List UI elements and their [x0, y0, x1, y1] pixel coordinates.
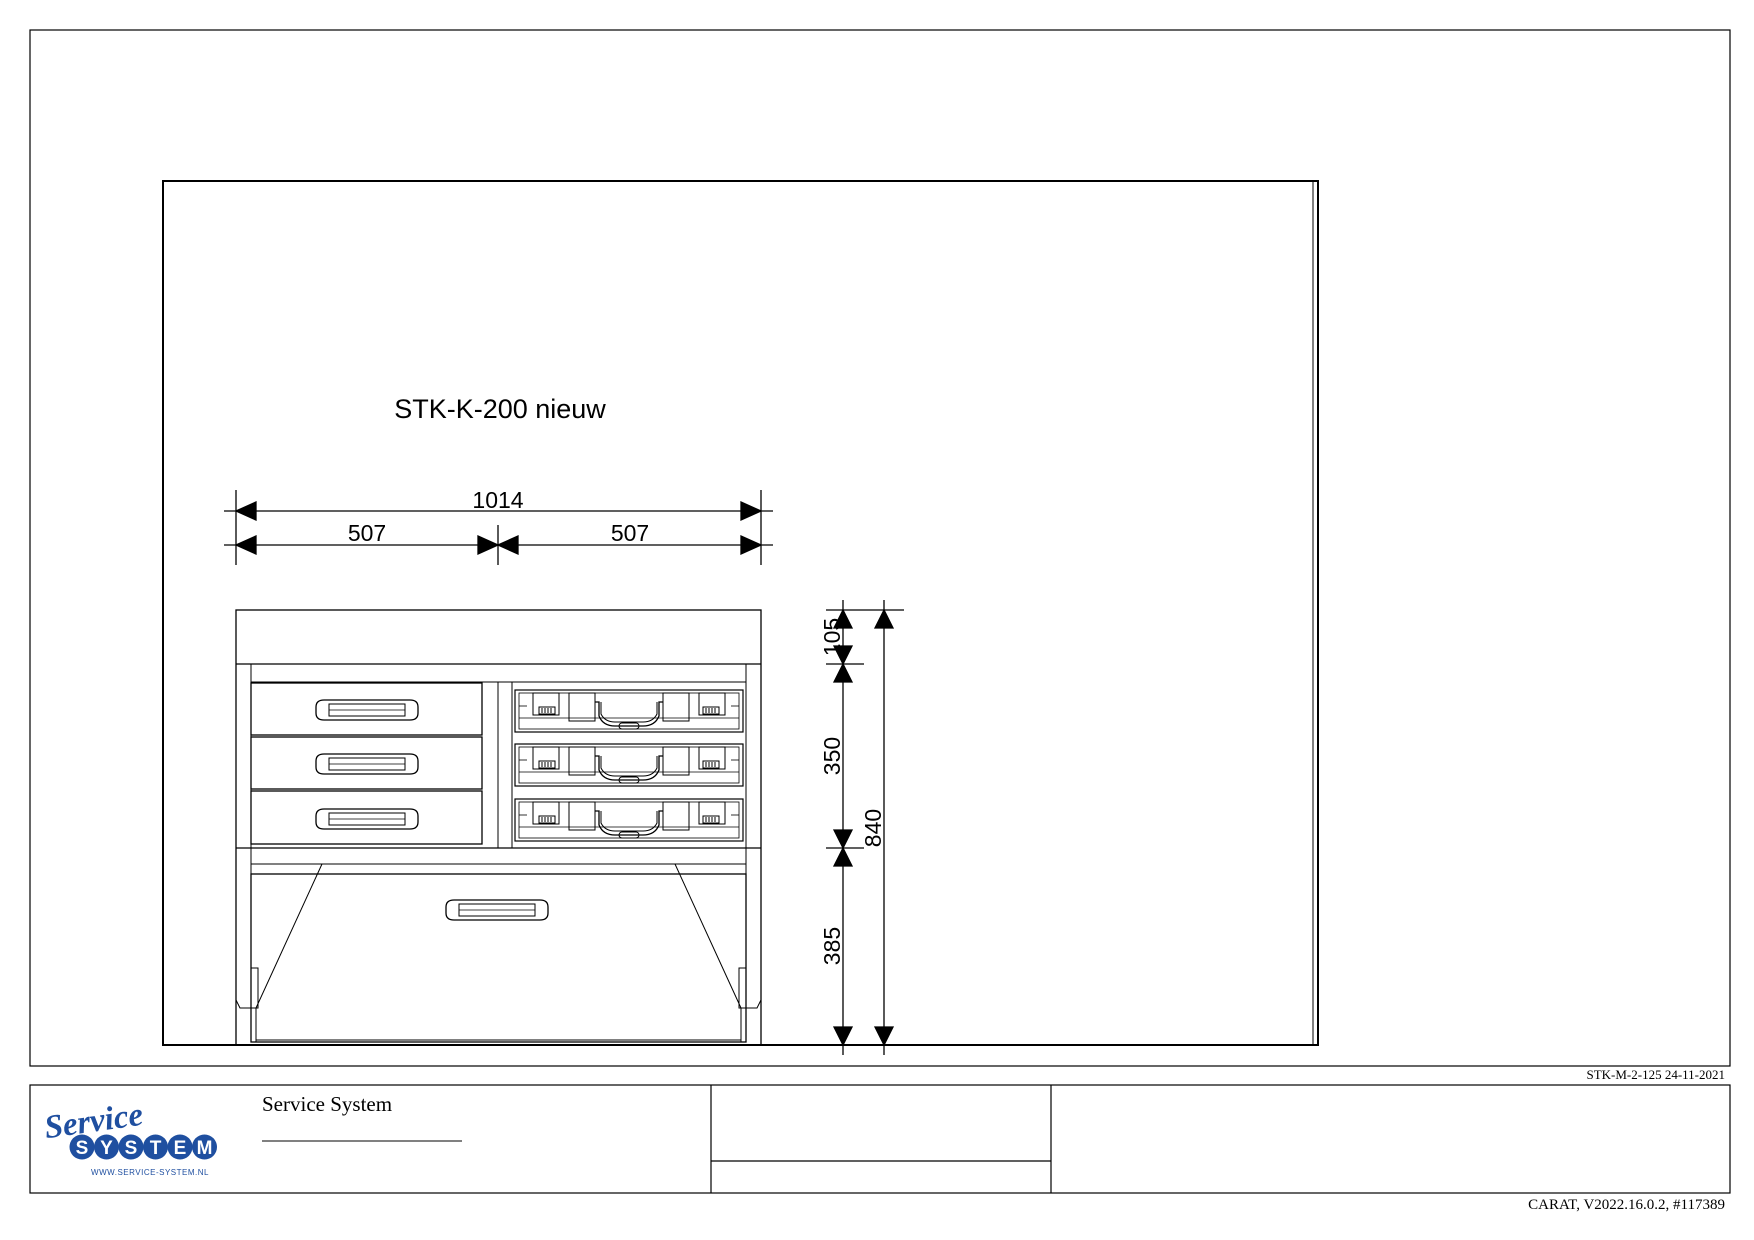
company-name: Service System	[262, 1092, 392, 1116]
drawing-title: STK-K-200 nieuw	[394, 394, 606, 424]
case-1	[514, 689, 744, 733]
drawer-1	[250, 682, 483, 736]
dimension-bottom-section: 385	[819, 927, 845, 965]
logo-letter-circle	[167, 1134, 193, 1160]
logo-letter: Y	[100, 1138, 113, 1159]
dimension-total-width: 1014	[472, 487, 523, 513]
logo-letter: T	[150, 1138, 162, 1159]
logo-letter: E	[174, 1138, 187, 1159]
drawer-2	[250, 736, 483, 790]
right-cases	[514, 689, 744, 842]
logo-letter-circle	[94, 1134, 119, 1160]
logo-url: WWW.SERVICE-SYSTEM.NL	[91, 1168, 209, 1177]
drawer-3	[250, 790, 483, 845]
case-2	[514, 743, 744, 787]
cabinet	[235, 609, 762, 1046]
bottom-drawer-handle	[445, 899, 549, 921]
logo-letter: M	[197, 1138, 213, 1159]
logo-letter-circle	[69, 1134, 95, 1160]
width-dimension-lines	[224, 490, 773, 565]
case-3	[514, 798, 744, 842]
logo-letter-circle	[143, 1134, 168, 1160]
dimension-left-width: 507	[348, 520, 386, 546]
sheet-border	[29, 29, 1731, 1067]
bottom-drawer	[235, 847, 762, 1043]
dimension-middle-section: 350	[819, 737, 845, 775]
left-drawers	[250, 682, 483, 845]
logo-letter-circle	[192, 1134, 217, 1160]
software-info: CARAT, V2022.16.0.2, #117389	[1528, 1197, 1725, 1213]
height-dimension-lines	[826, 600, 904, 1055]
title-block	[29, 1084, 1731, 1194]
drawing-frame	[162, 180, 1319, 1046]
logo-letter-circle	[118, 1134, 144, 1160]
dimension-total-height: 840	[860, 809, 886, 847]
dimension-top-section: 105	[819, 618, 845, 656]
logo-letter: S	[125, 1138, 138, 1159]
drawing-reference: STK-M-2-125 24-11-2021	[1586, 1067, 1725, 1082]
dimension-right-width: 507	[611, 520, 649, 546]
logo-letter: S	[76, 1138, 89, 1159]
